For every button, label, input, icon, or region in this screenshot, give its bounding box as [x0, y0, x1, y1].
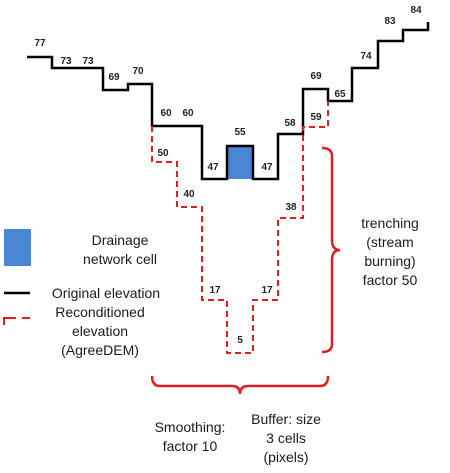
original-label-10: 47	[261, 162, 273, 173]
original-label-4: 69	[108, 72, 120, 83]
legend-reconditioned-line-3: (AgreeDEM)	[61, 342, 139, 358]
reconditioned-label-6: 38	[285, 202, 297, 213]
original-label-13: 65	[334, 89, 346, 100]
legend-original-label: Original elevation	[52, 285, 160, 301]
buffer-line-1: Buffer: size	[251, 411, 321, 427]
original-label-16: 84	[410, 5, 422, 16]
trenching-line-1: trenching	[361, 215, 419, 231]
legend-reconditioned-swatch-a	[3, 317, 16, 325]
reconditioned-label-3: 17	[209, 285, 221, 296]
trenching-line-3: burning)	[364, 253, 415, 269]
original-label-3: 73	[82, 56, 94, 67]
buffer-line-3: (pixels)	[263, 449, 308, 465]
original-label-6: 60	[160, 108, 172, 119]
trenching-bracket	[321, 146, 341, 354]
reconditioned-label-5: 17	[261, 285, 273, 296]
buffer-line-2: 3 cells	[266, 430, 306, 446]
smoothing-line-2: factor 10	[163, 438, 218, 454]
legend-reconditioned-line-1: Reconditioned	[55, 304, 145, 320]
buffer-bracket	[150, 375, 330, 395]
reconditioned-label-7: 59	[310, 112, 322, 123]
legend-drainage-line-1: Drainage	[92, 232, 149, 248]
smoothing-line-1: Smoothing:	[155, 419, 226, 435]
legend-drainage-line-2: network cell	[83, 251, 157, 267]
original-label-12: 69	[310, 71, 322, 82]
original-label-1: 77	[34, 38, 46, 49]
drainage-cell	[227, 146, 253, 179]
reconditioned-label-2: 40	[183, 189, 195, 200]
trenching-line-4: factor 50	[363, 272, 418, 288]
trenching-line-2: (stream	[366, 234, 413, 250]
original-label-15: 83	[384, 16, 396, 27]
legend-drainage-swatch	[4, 229, 31, 266]
reconditioned-elevation-line	[151, 101, 329, 354]
reconditioned-label-1: 50	[157, 148, 169, 159]
reconditioned-label-4: 5	[237, 335, 243, 346]
legend-reconditioned-line-2: elevation	[72, 323, 128, 339]
original-label-14: 74	[360, 51, 372, 62]
original-elevation-line	[27, 22, 430, 181]
original-label-11: 58	[284, 118, 296, 129]
original-label-5: 70	[132, 66, 144, 77]
original-label-9: 55	[234, 127, 246, 138]
legend: Drainage network cell Original elevation…	[3, 229, 160, 358]
original-label-2: 73	[60, 56, 72, 67]
original-label-8: 47	[207, 162, 219, 173]
original-label-7: 60	[182, 108, 194, 119]
